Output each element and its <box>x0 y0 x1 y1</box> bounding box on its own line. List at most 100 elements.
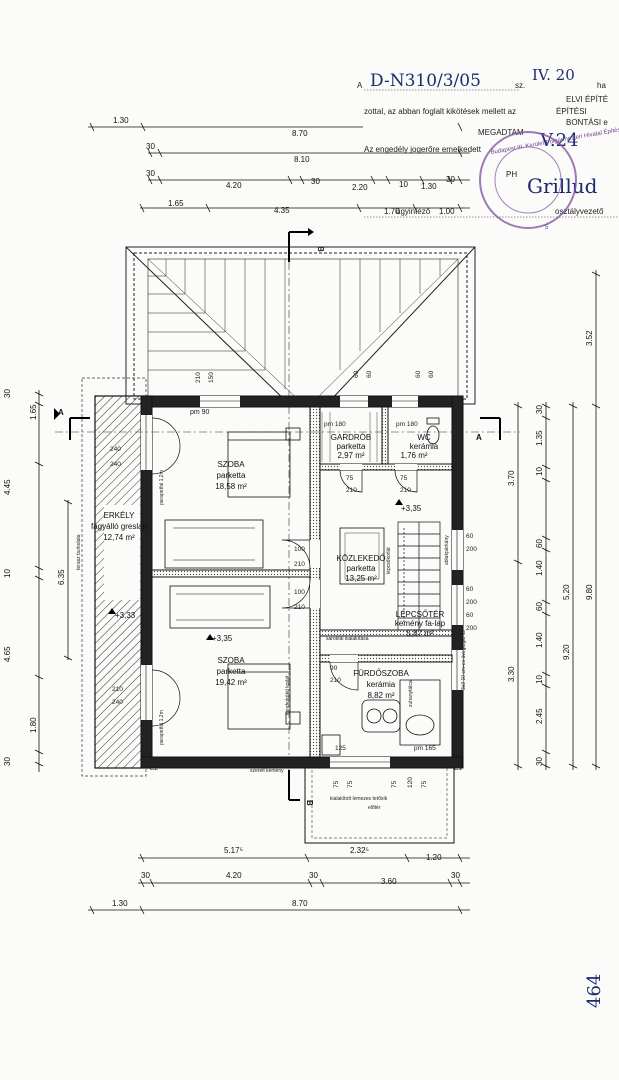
pd-d75e: 75 <box>391 780 398 788</box>
stamp-type-top: ELVI ÉPÍTÉ <box>566 95 608 104</box>
pd-d90: 90 <box>330 665 338 672</box>
dim-bottom-4: 30 <box>141 871 150 880</box>
bottom-dimension-labels: 5.17⁵ 2.32⁵ 1.20 30 4.20 30 3.60 30 1.30… <box>112 846 460 908</box>
dim-bottom-5: 4.20 <box>226 871 242 880</box>
room-wc-area: 1,76 m² <box>400 451 427 460</box>
room-erkely-name: ERKÉLY <box>104 511 136 520</box>
pd-d125: 125 <box>335 745 346 752</box>
section-mark-a-left: A <box>54 408 90 440</box>
pd-d240c: 240 <box>112 699 123 706</box>
dim-bottom-10: 8.70 <box>292 899 308 908</box>
pd-d200a: 200 <box>466 546 477 553</box>
pd-pm180b: pm 180 <box>396 421 418 428</box>
room-gardrob-name: GARDRÓB <box>331 433 371 442</box>
dim-left-2: 1.65 <box>29 404 38 420</box>
note-e2: E2 <box>150 765 158 772</box>
pd-pm180a: pm 180 <box>324 421 346 428</box>
rug <box>339 527 385 585</box>
pd-d75f: 75 <box>421 780 428 788</box>
dim-right-16: 9.80 <box>585 584 594 600</box>
note-terrace: terasz burkolata <box>76 534 82 570</box>
dim-top-10: 1.30 <box>421 182 437 191</box>
dim-right-7: 1.40 <box>535 632 544 648</box>
window-openings <box>141 396 463 768</box>
stamp-sz-suffix: ha <box>597 81 606 90</box>
pd-h150: 150 <box>208 372 215 383</box>
pd-d75b: 75 <box>400 475 408 482</box>
wc-bowl <box>426 425 440 445</box>
pd-pm165: pm 165 <box>414 745 436 752</box>
seal-number: 5 <box>545 225 549 231</box>
stamp-sz-value: IV. 20 <box>532 66 575 84</box>
dim-top-12: 1.65 <box>168 199 184 208</box>
note-uvegtegla: 3x3 10 cm-es üvegtégla fal <box>461 630 467 690</box>
pd-d60e: 60 <box>466 533 474 540</box>
balcony <box>81 377 151 777</box>
pd-d240b: 240 <box>110 461 121 468</box>
room-wc-name: WC <box>417 433 431 442</box>
stamp-line4: Az engedély jogerőre emelkedett <box>364 145 482 154</box>
bottom-dimensions <box>88 853 470 915</box>
stamp-type-mid: ÉPÍTÉSI <box>556 107 587 116</box>
dim-top-3: 30 <box>146 142 155 151</box>
dim-top-1: 1.30 <box>113 116 129 125</box>
section-mark-b-bottom: B <box>288 770 314 806</box>
dim-right-8: 10 <box>535 675 544 684</box>
pd-d75c: 75 <box>333 780 340 788</box>
top-dimensions <box>88 122 470 213</box>
pd-d210f: 210 <box>112 686 123 693</box>
dim-top-4: 8.10 <box>294 155 310 164</box>
dim-top-6: 4.20 <box>226 181 242 190</box>
level-marks: +3,35 +3,35 +3,33 <box>108 499 422 643</box>
dim-left-5: 6.35 <box>57 569 66 585</box>
pd-d60g: 60 <box>466 612 474 619</box>
pd-d200b: 200 <box>466 599 477 606</box>
note-zuhany: zuhanytálca <box>408 680 414 707</box>
dim-right-14: 3.52 <box>585 330 594 346</box>
dim-top-13: 4.35 <box>274 206 290 215</box>
dim-bottom-1: 5.17⁵ <box>224 846 243 855</box>
pd-h60b: 60 <box>366 370 373 378</box>
room-erkely-floor: fagyálló greslap <box>91 522 148 531</box>
dim-left-1: 30 <box>3 389 12 398</box>
room-kozlekedo-floor: parketta <box>347 564 376 573</box>
nightstand-1 <box>285 427 301 441</box>
dim-top-11: 30 <box>446 175 455 184</box>
dim-right-12: 5.20 <box>562 584 571 600</box>
roof-outline <box>125 246 476 405</box>
window-glazing <box>145 400 458 763</box>
room-szoba2-floor: parketta <box>217 667 246 676</box>
dim-top-5: 30 <box>146 169 155 178</box>
pd-h60a: 60 <box>353 370 360 378</box>
dim-right-11: 3.70 <box>507 470 516 486</box>
room-gardrob-area: 2,97 m² <box>337 451 364 460</box>
room-kozlekedo-name: KÖZLEKEDŐ <box>337 554 386 563</box>
pd-h60d: 60 <box>428 370 435 378</box>
level-mark-2: +3,35 <box>212 634 233 643</box>
dim-bottom-2: 2.32⁵ <box>350 846 369 855</box>
dim-top-8: 2.20 <box>352 183 368 192</box>
pd-d75a: 75 <box>346 475 354 482</box>
bed-2 <box>227 663 291 730</box>
dim-top-9: 10 <box>399 180 408 189</box>
pd-d210g: 210 <box>330 677 341 684</box>
section-mark-b-top: B <box>288 228 325 262</box>
bottom-terrace <box>304 767 455 844</box>
pd-d200c: 200 <box>466 625 477 632</box>
bathtub <box>399 679 441 746</box>
section-label-b-bottom: B <box>305 800 314 806</box>
room-lepcsoter-floor: kemény fa-lap <box>395 619 446 628</box>
note-elede: előtér <box>368 805 381 811</box>
pd-d210e: 210 <box>400 487 411 494</box>
room-erkely-area: 12,74 m² <box>103 533 135 542</box>
plan-dimension-labels: pm 90 210 150 60 60 60 60 pm 180 pm 180 … <box>110 370 477 788</box>
pd-d60f: 60 <box>466 586 474 593</box>
top-dimension-labels: 1.30 8.70 30 8.10 30 4.20 30 2.20 10 1.3… <box>113 116 455 216</box>
door-gaps <box>310 464 417 662</box>
room-szoba1-area: 18,58 m² <box>215 482 247 491</box>
pd-d75d: 75 <box>347 780 354 788</box>
pd-d100a: 100 <box>294 546 305 553</box>
exterior-walls <box>140 395 464 769</box>
dim-right-15: 9.20 <box>562 644 571 660</box>
note-kialakitas: kialakított lemezes tetősík <box>330 796 388 802</box>
